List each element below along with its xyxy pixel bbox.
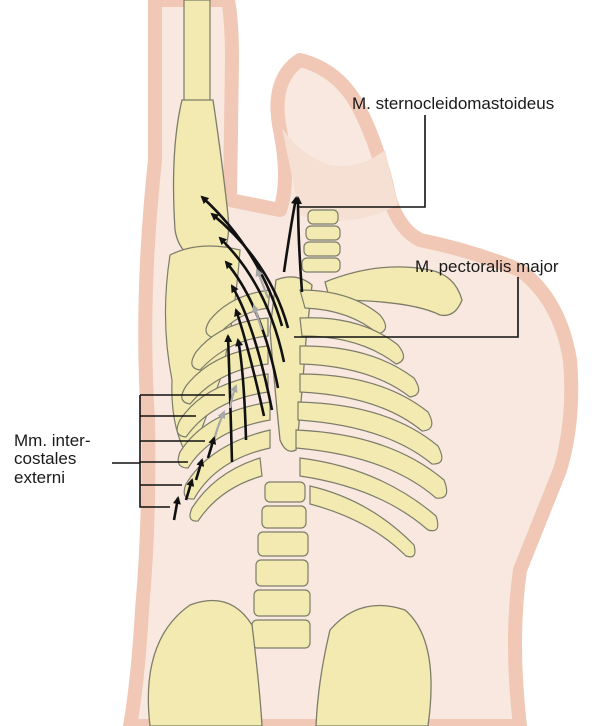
label-intercostales-externi: Mm. inter- costales externi (14, 432, 91, 487)
label-intercostales-line-3: externi (14, 469, 91, 487)
label-sternocleidomastoideus: M. sternocleidomastoideus (352, 95, 554, 113)
label-intercostales-line-1: Mm. inter- (14, 432, 91, 450)
label-intercostales-line-2: costales (14, 450, 91, 468)
label-pectoralis-major: M. pectoralis major (415, 258, 559, 276)
